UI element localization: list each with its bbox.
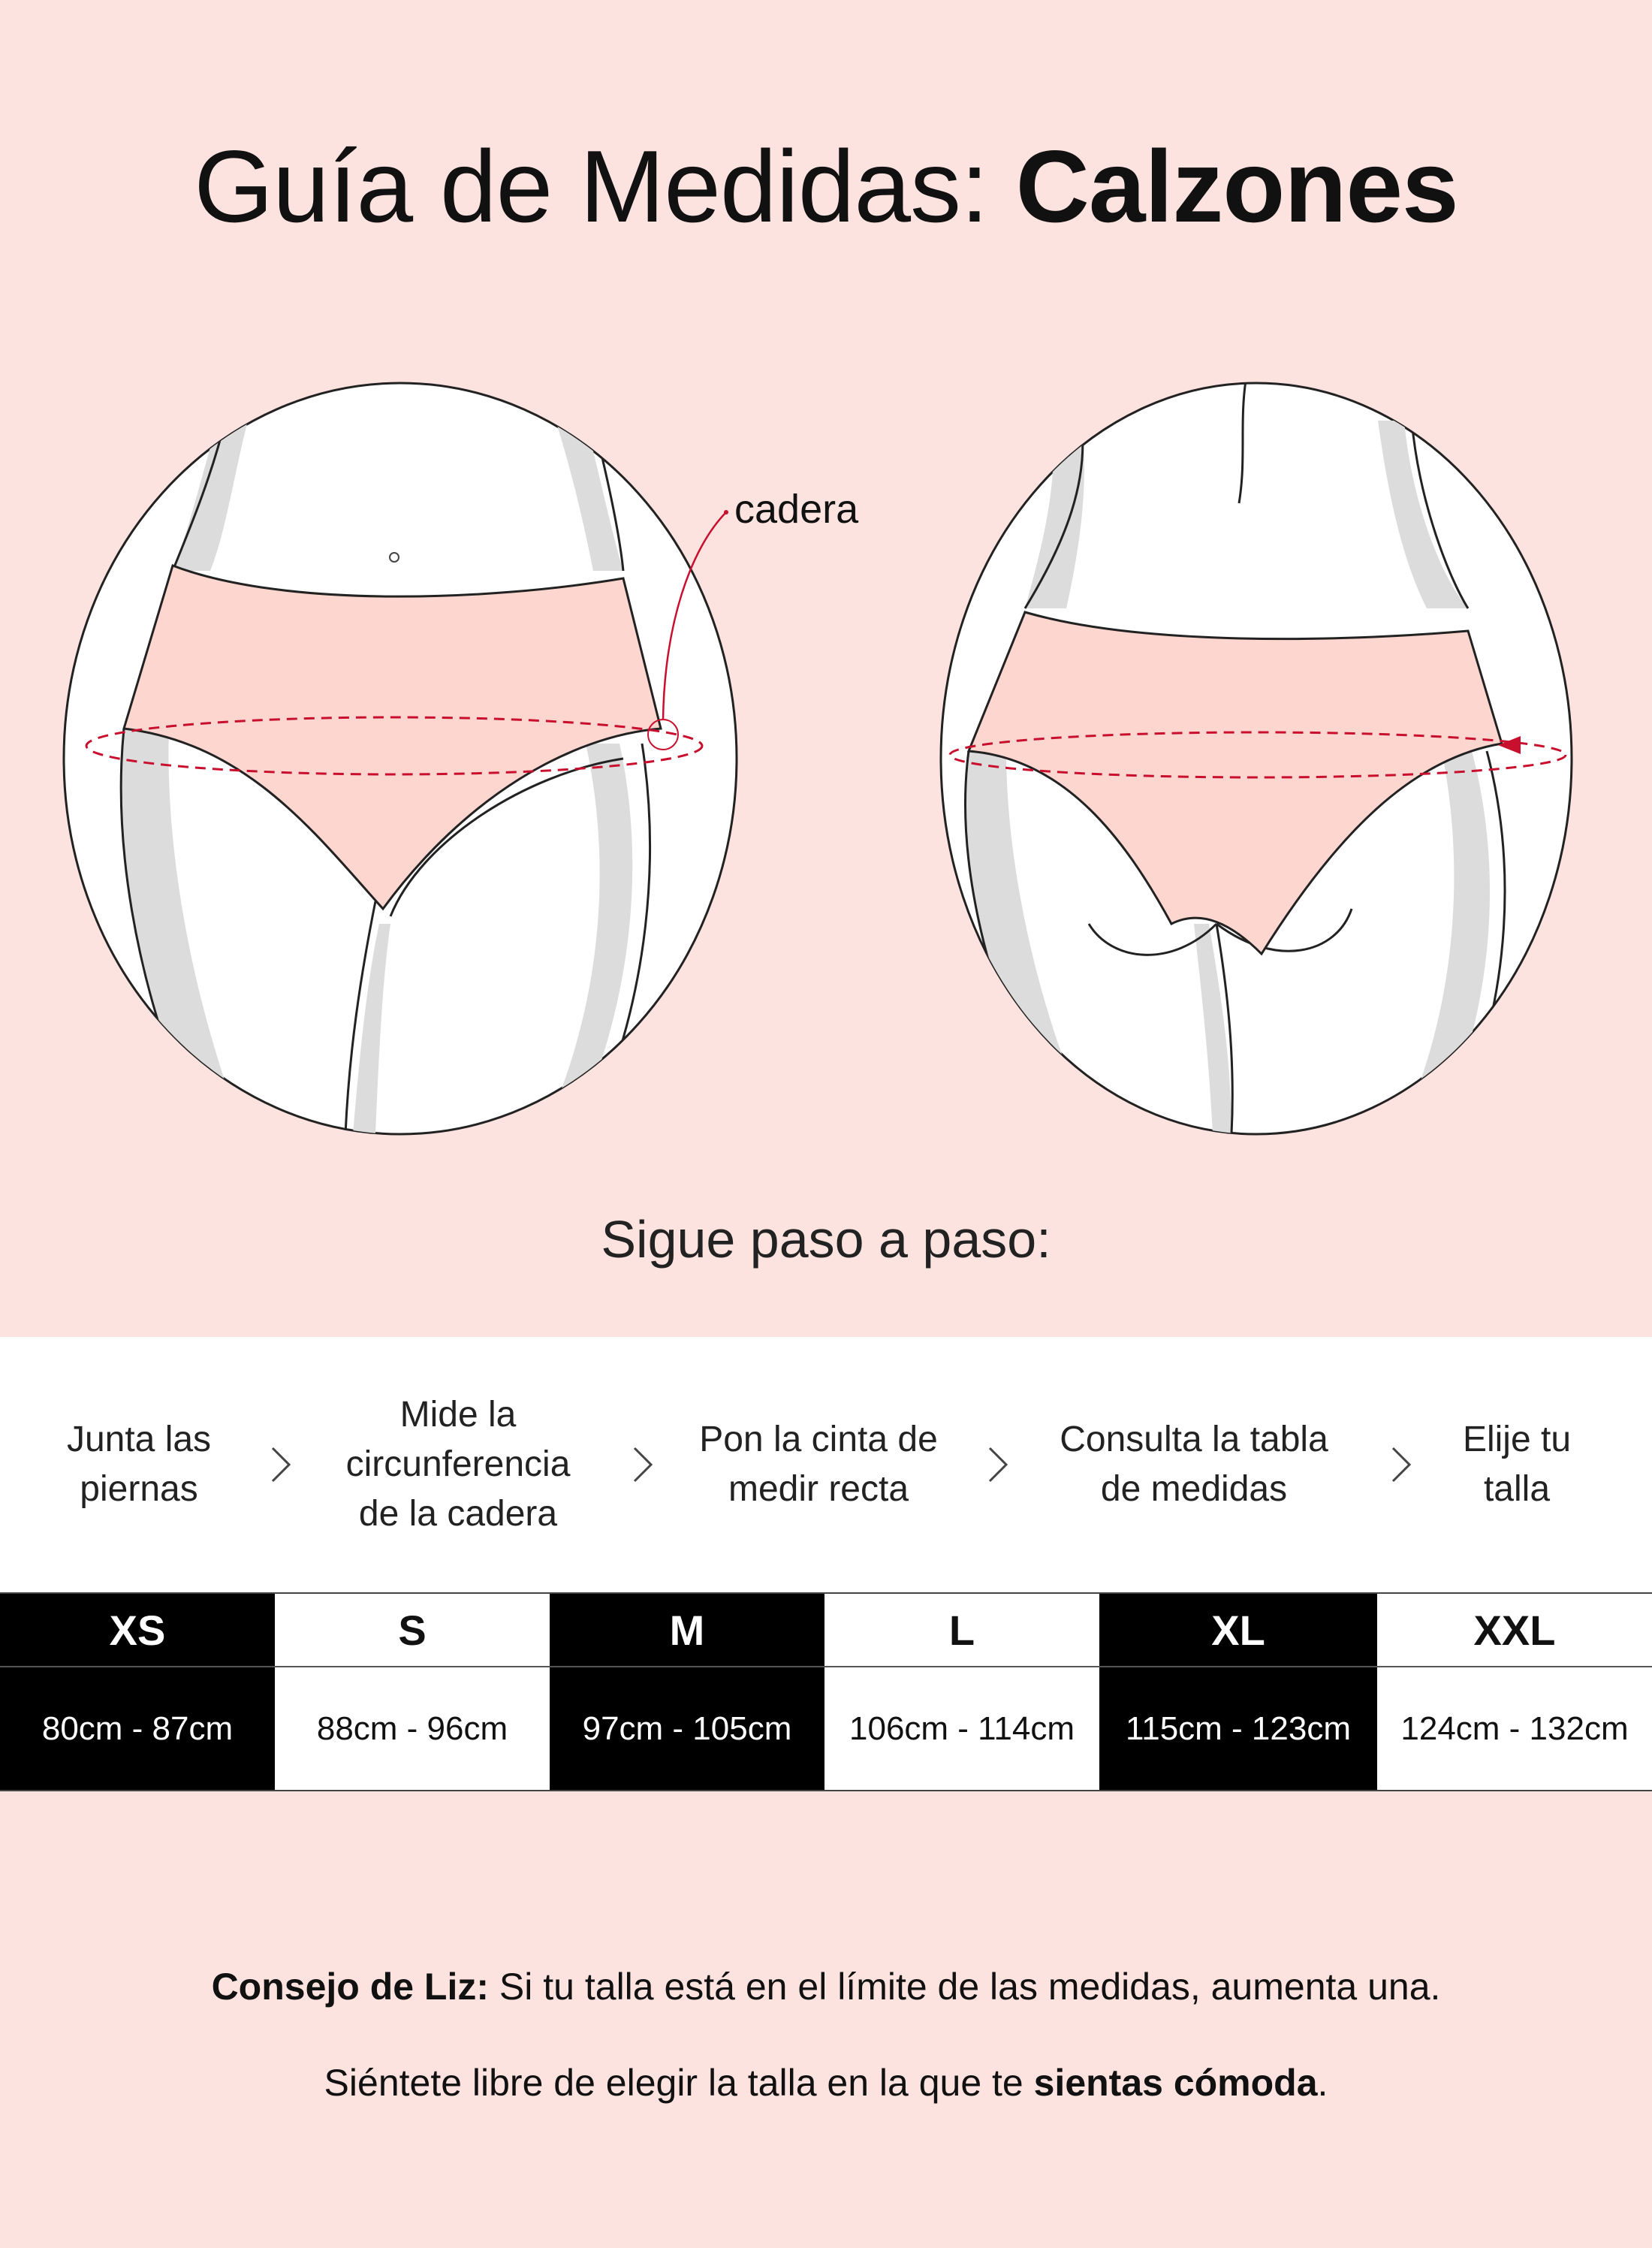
back-view-figure	[939, 382, 1573, 1136]
size-range: 115cm - 123cm	[1126, 1709, 1351, 1747]
size-column-l: L 106cm - 114cm	[824, 1594, 1099, 1790]
size-column-m: M 97cm - 105cm	[550, 1594, 824, 1790]
step-1: Junta las piernas	[66, 1420, 212, 1509]
step-2: Mide la circunferencia de la cadera	[345, 1395, 571, 1534]
steps-band: Junta las piernas Mide la circunferencia…	[0, 1337, 1652, 1592]
size-label: S	[275, 1594, 550, 1667]
tip-advice: Consejo de Liz: Si tu talla está en el l…	[0, 1960, 1652, 2013]
size-label: M	[550, 1594, 824, 1667]
title-prefix: Guía de Medidas:	[194, 129, 1016, 243]
size-label: XXL	[1377, 1594, 1652, 1667]
size-range: 97cm - 105cm	[582, 1709, 792, 1747]
size-label: XS	[0, 1594, 275, 1667]
chevron-right-icon	[633, 1447, 653, 1483]
tip-comfort-text: Siéntete libre de elegir la talla en la …	[324, 2062, 1034, 2104]
size-table: XS 80cm - 87cm S 88cm - 96cm M 97cm - 10…	[0, 1592, 1652, 1791]
size-label: XL	[1099, 1594, 1377, 1667]
size-column-s: S 88cm - 96cm	[275, 1594, 550, 1790]
steps-heading: Sigue paso a paso:	[601, 1210, 1051, 1269]
chevron-right-icon	[1391, 1447, 1412, 1483]
tip-comfort: Siéntete libre de elegir la talla en la …	[0, 2056, 1652, 2109]
size-column-xs: XS 80cm - 87cm	[0, 1594, 275, 1790]
step-5: Elije tu talla	[1462, 1420, 1572, 1509]
front-view-figure	[62, 382, 738, 1136]
size-range: 88cm - 96cm	[316, 1709, 508, 1747]
title-product: Calzones	[1015, 129, 1459, 243]
tip-advice-text: Si tu talla está en el límite de las med…	[489, 1966, 1441, 2008]
chevron-right-icon	[271, 1447, 291, 1483]
step-3: Pon la cinta de medir recta	[699, 1420, 938, 1509]
size-column-xl: XL 115cm - 123cm	[1099, 1594, 1377, 1790]
measurement-illustration: cadera	[62, 382, 1573, 1136]
page-title: Guía de Medidas: Calzones	[0, 126, 1652, 246]
tip-comfort-end: .	[1317, 2062, 1328, 2104]
size-range: 124cm - 132cm	[1400, 1709, 1629, 1747]
size-range: 80cm - 87cm	[41, 1709, 234, 1747]
size-label: L	[824, 1594, 1099, 1667]
tip-advice-label: Consejo de Liz:	[211, 1966, 490, 2008]
chevron-right-icon	[988, 1447, 1008, 1483]
tip-comfort-emphasis: sientas cómoda	[1033, 2062, 1318, 2104]
size-range: 106cm - 114cm	[849, 1709, 1075, 1747]
size-column-xxl: XXL 124cm - 132cm	[1377, 1594, 1652, 1790]
step-4: Consulta la tabla de medidas	[1060, 1420, 1328, 1509]
hip-label: cadera	[734, 487, 859, 532]
